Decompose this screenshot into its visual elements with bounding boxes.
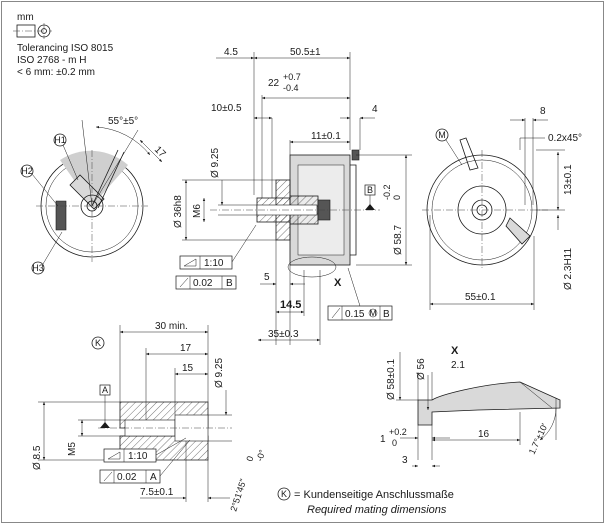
marker-h1 (53, 133, 67, 147)
mating-taper-label: 1:10 (128, 451, 148, 462)
pos-tol-a-value: 0.02 (117, 472, 137, 483)
dim-7-5-label: 7.5±0.1 (140, 487, 174, 498)
cone-angle-label: 2°51'45" (228, 478, 248, 513)
dim-50-5-label: 50.5±1 (290, 47, 321, 58)
detail-d-1-label: 1 (380, 434, 386, 445)
front-view: 55°±5° 17 H1 H2 H3 (20, 116, 168, 275)
detail-d-1-upper: +0.2 (389, 427, 407, 437)
detail-x-marker: X (334, 277, 342, 289)
dim-4-label: 4 (372, 104, 378, 115)
dim-22-lower: -0.4 (283, 83, 299, 93)
front-angle-label: 55°±5° (108, 116, 138, 127)
dim-17-label: 17 (180, 343, 192, 354)
runout-value: 0.15 (345, 309, 365, 320)
detail-x-callout (287, 256, 337, 278)
dim-m5-label: M5 (67, 442, 78, 456)
detail-x-view: X 2.1 Ø 58±0.1 Ø 56 1 +0.2 0 16 3 1.7°±1… (380, 345, 561, 468)
runout-m-label: M (369, 308, 377, 318)
rear-pin-slot (505, 217, 531, 245)
detail-d-16-label: 16 (478, 429, 490, 440)
dim-22-upper: +0.7 (283, 72, 301, 82)
dim-58-7-tol: -0.2 (382, 184, 392, 200)
dim-14-5-label: 14.5 (280, 299, 301, 311)
dim-8-5-label: Ø 8.5 (32, 445, 43, 470)
pos-tol-b-datum: B (226, 278, 233, 289)
rear-cable (459, 137, 479, 171)
dim-m6-label: M6 (192, 204, 203, 218)
small-dims-note: < 6 mm: ±0.2 mm (17, 67, 95, 78)
dim-11-label: 11±0.1 (311, 131, 341, 142)
angle-55-dim (95, 125, 151, 156)
dim-4-5-label: 4.5 (224, 47, 238, 58)
dim-9-25-label: Ø 9.25 (210, 148, 221, 178)
marker-m-label: M (438, 130, 446, 140)
datum-b-label: B (367, 185, 373, 195)
datum-a-label: A (102, 385, 108, 395)
detail-angle-label: 1.7°±10' (527, 422, 550, 456)
projection-symbol-icon (13, 23, 52, 39)
dim-2-3-label: Ø 2.3H11 (563, 248, 574, 290)
dim-58-7-label: Ø 58.7 (393, 225, 404, 255)
mating-taper-callout: 1:10 (103, 437, 187, 463)
tolerancing-note: Tolerancing ISO 8015 (17, 43, 114, 54)
legend-text-en: Required mating dimensions (307, 504, 447, 516)
marker-k (91, 336, 105, 350)
runout-datum: B (383, 309, 390, 320)
detail-d-1-lower: 0 (392, 438, 397, 448)
marker-h1-label: H1 (54, 135, 66, 145)
iso-2768-note: ISO 2768 - m H (17, 55, 86, 66)
marker-k-label: K (95, 338, 101, 348)
dim-36-label: Ø 36h8 (173, 195, 184, 228)
dim-8-label: 8 (540, 106, 546, 117)
pos-tol-a-datum: A (150, 472, 157, 483)
front-width-label: 17 (152, 144, 168, 160)
taper-callout: 1:10 (179, 224, 257, 270)
legend: K = Kundenseitige Anschlussmaße Required… (277, 487, 454, 516)
dim-35-label: 35±0.3 (268, 329, 299, 340)
legend-text-de: = Kundenseitige Anschlussmaße (294, 489, 454, 501)
dim-30-label: 30 min. (155, 321, 188, 332)
dim-13-label: 13±0.1 (563, 164, 574, 195)
detail-x-profile (417, 381, 561, 426)
front-cable (91, 149, 119, 207)
unit-label: mm (17, 12, 34, 23)
mating-view: K 30 min. 17 15 Ø 9.25 A Ø 8.5 (32, 321, 268, 513)
dim-15-label: 15 (182, 363, 194, 374)
chamfer-label: 0.2x45° (548, 133, 582, 144)
dim-10-label: 10±0.5 (211, 103, 242, 114)
marker-h2 (20, 164, 34, 178)
detail-d-3-label: 3 (402, 455, 408, 466)
taper-ratio-label: 1:10 (204, 258, 224, 269)
rear-view: M 8 0.2x45° 13±0.1 Ø 2.3H11 55±0.1 (422, 106, 582, 310)
detail-x-title: X (451, 345, 459, 357)
dim-22-label: 22 (268, 78, 280, 89)
position-tolerance-a: 0.02 A (99, 439, 191, 484)
mating-d-9-25-label: Ø 9.25 (214, 358, 225, 388)
cone-tol-upper: -0° (254, 448, 267, 463)
pos-tol-b-value: 0.02 (193, 278, 213, 289)
marker-m (435, 128, 449, 142)
dim-5-label: 5 (264, 272, 270, 283)
side-view: X 4.5 50.5±1 22 +0.7 -0.4 4 10±0.5 11±0.… (173, 47, 412, 345)
marker-h3 (31, 261, 45, 275)
general-notes: mm Tolerancing ISO 8015 ISO 2768 - m H <… (13, 12, 114, 78)
runout-tolerance: 0.15 M B (327, 267, 393, 321)
detail-d-56-label: Ø 56 (416, 358, 427, 380)
detail-x-scale: 2.1 (451, 360, 465, 371)
legend-marker-k (277, 487, 291, 501)
cone-tol-lower: 0 (244, 455, 255, 463)
width-17-dim (139, 139, 163, 163)
marker-h2-label: H2 (21, 166, 33, 176)
detail-d-58-label: Ø 58±0.1 (386, 358, 397, 400)
marker-h3-label: H3 (32, 263, 44, 273)
front-connector (55, 200, 67, 231)
legend-marker-k-label: K (281, 489, 287, 499)
position-tolerance-b: 0.02 B (175, 275, 237, 290)
dim-55-label: 55±0.1 (465, 292, 496, 303)
dim-58-7-zero: 0 (392, 195, 402, 200)
